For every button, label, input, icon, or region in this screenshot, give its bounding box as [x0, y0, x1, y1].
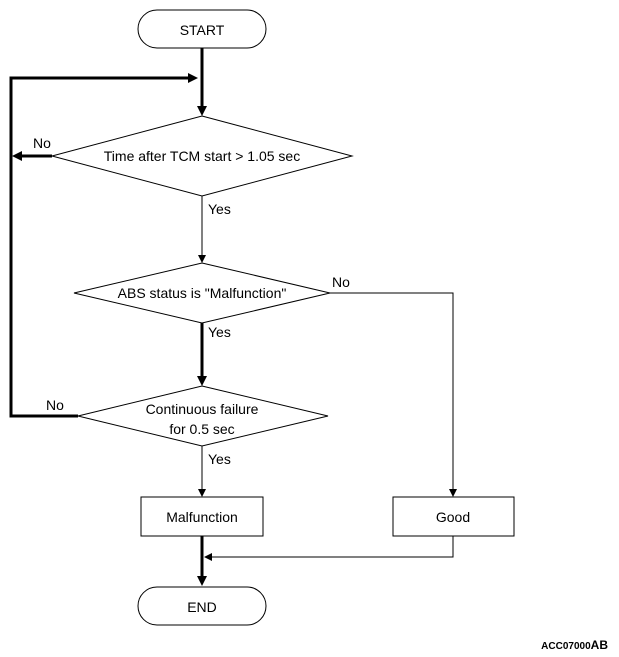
edge-label-failure-yes: Yes	[208, 451, 231, 467]
figure-id-main: ACC07000	[541, 641, 591, 652]
malfunction-label: Malfunction	[166, 509, 238, 525]
arrowhead-abs	[198, 255, 206, 263]
decision-time-label: Time after TCM start > 1.05 sec	[104, 148, 300, 164]
connector-good-to-end	[212, 536, 454, 558]
decision-failure-label-line2: for 0.5 sec	[169, 421, 234, 437]
figure-id: ACC07000AB	[541, 638, 608, 652]
arrowhead-merge	[204, 553, 212, 561]
decision-abs-status: ABS status is "Malfunction"	[73, 262, 331, 324]
process-good: Good	[392, 496, 515, 537]
arrowhead-end	[197, 576, 207, 586]
edge-label-time-yes: Yes	[208, 201, 231, 217]
good-label: Good	[436, 509, 470, 525]
end-terminator: END	[137, 586, 267, 626]
start-terminator: START	[137, 9, 267, 49]
edge-label-time-no: No	[33, 135, 51, 151]
edge-label-abs-yes: Yes	[208, 324, 231, 340]
arrowhead-failure	[197, 376, 207, 386]
end-label: END	[187, 599, 217, 615]
decision-continuous-failure: Continuous failure for 0.5 sec	[77, 385, 329, 447]
decision-abs-label: ABS status is "Malfunction"	[118, 285, 287, 301]
arrowhead-time	[197, 106, 207, 116]
arrowhead-malfunction	[198, 489, 206, 497]
decision-time-after-tcm-start: Time after TCM start > 1.05 sec	[50, 115, 354, 197]
loop-back-arrowhead	[188, 73, 198, 83]
process-malfunction: Malfunction	[140, 496, 264, 537]
decision-failure-label-line1: Continuous failure	[146, 401, 259, 417]
connector-abs-no	[330, 292, 454, 490]
start-label: START	[180, 22, 225, 38]
arrowhead-time-no	[12, 151, 22, 161]
figure-id-suffix: AB	[591, 638, 609, 652]
edge-label-failure-no: No	[46, 397, 64, 413]
loop-back-line	[9, 76, 190, 418]
arrowhead-good	[449, 489, 457, 497]
edge-label-abs-no: No	[332, 274, 350, 290]
